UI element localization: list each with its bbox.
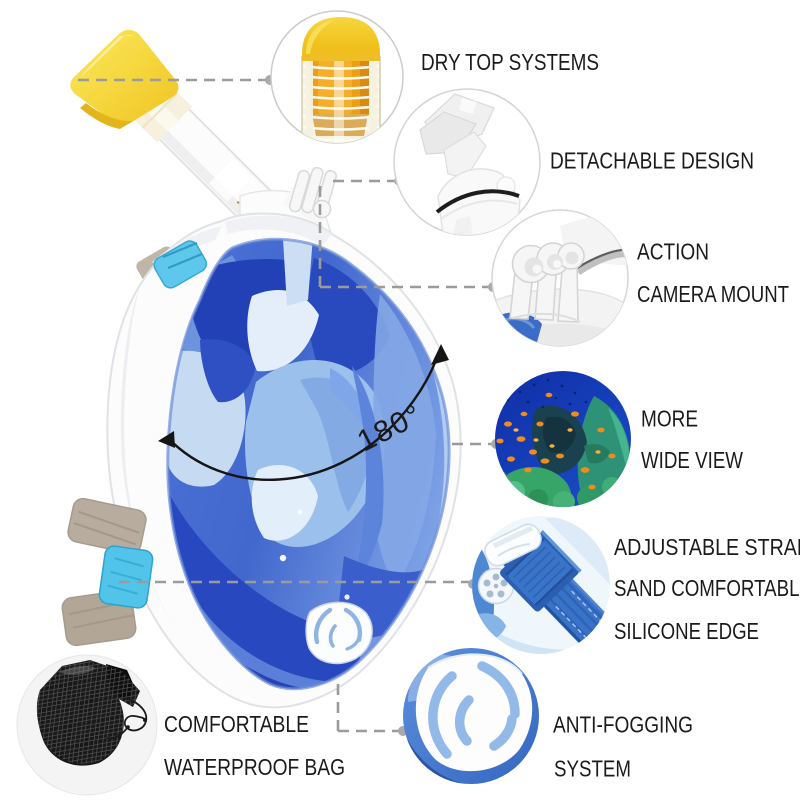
svg-text:ADJUSTABLE STRAP: ADJUSTABLE STRAP: [614, 534, 800, 560]
svg-text:DETACHABLE DESIGN: DETACHABLE DESIGN: [550, 148, 754, 174]
svg-text:ACTION: ACTION: [637, 239, 709, 265]
svg-text:WIDE VIEW: WIDE VIEW: [641, 447, 743, 473]
svg-text:SAND COMFORTABLE: SAND COMFORTABLE: [614, 575, 800, 601]
svg-text:COMFORTABLE: COMFORTABLE: [164, 711, 309, 737]
svg-text:MORE: MORE: [641, 406, 698, 432]
svg-text:SYSTEM: SYSTEM: [554, 756, 631, 782]
svg-text:ANTI-FOGGING: ANTI-FOGGING: [553, 712, 693, 738]
svg-text:DRY TOP SYSTEMS: DRY TOP SYSTEMS: [421, 49, 599, 75]
svg-text:CAMERA MOUNT: CAMERA MOUNT: [637, 281, 789, 307]
svg-text:WATERPROOF BAG: WATERPROOF BAG: [164, 754, 345, 780]
svg-text:SILICONE EDGE: SILICONE EDGE: [614, 618, 759, 644]
